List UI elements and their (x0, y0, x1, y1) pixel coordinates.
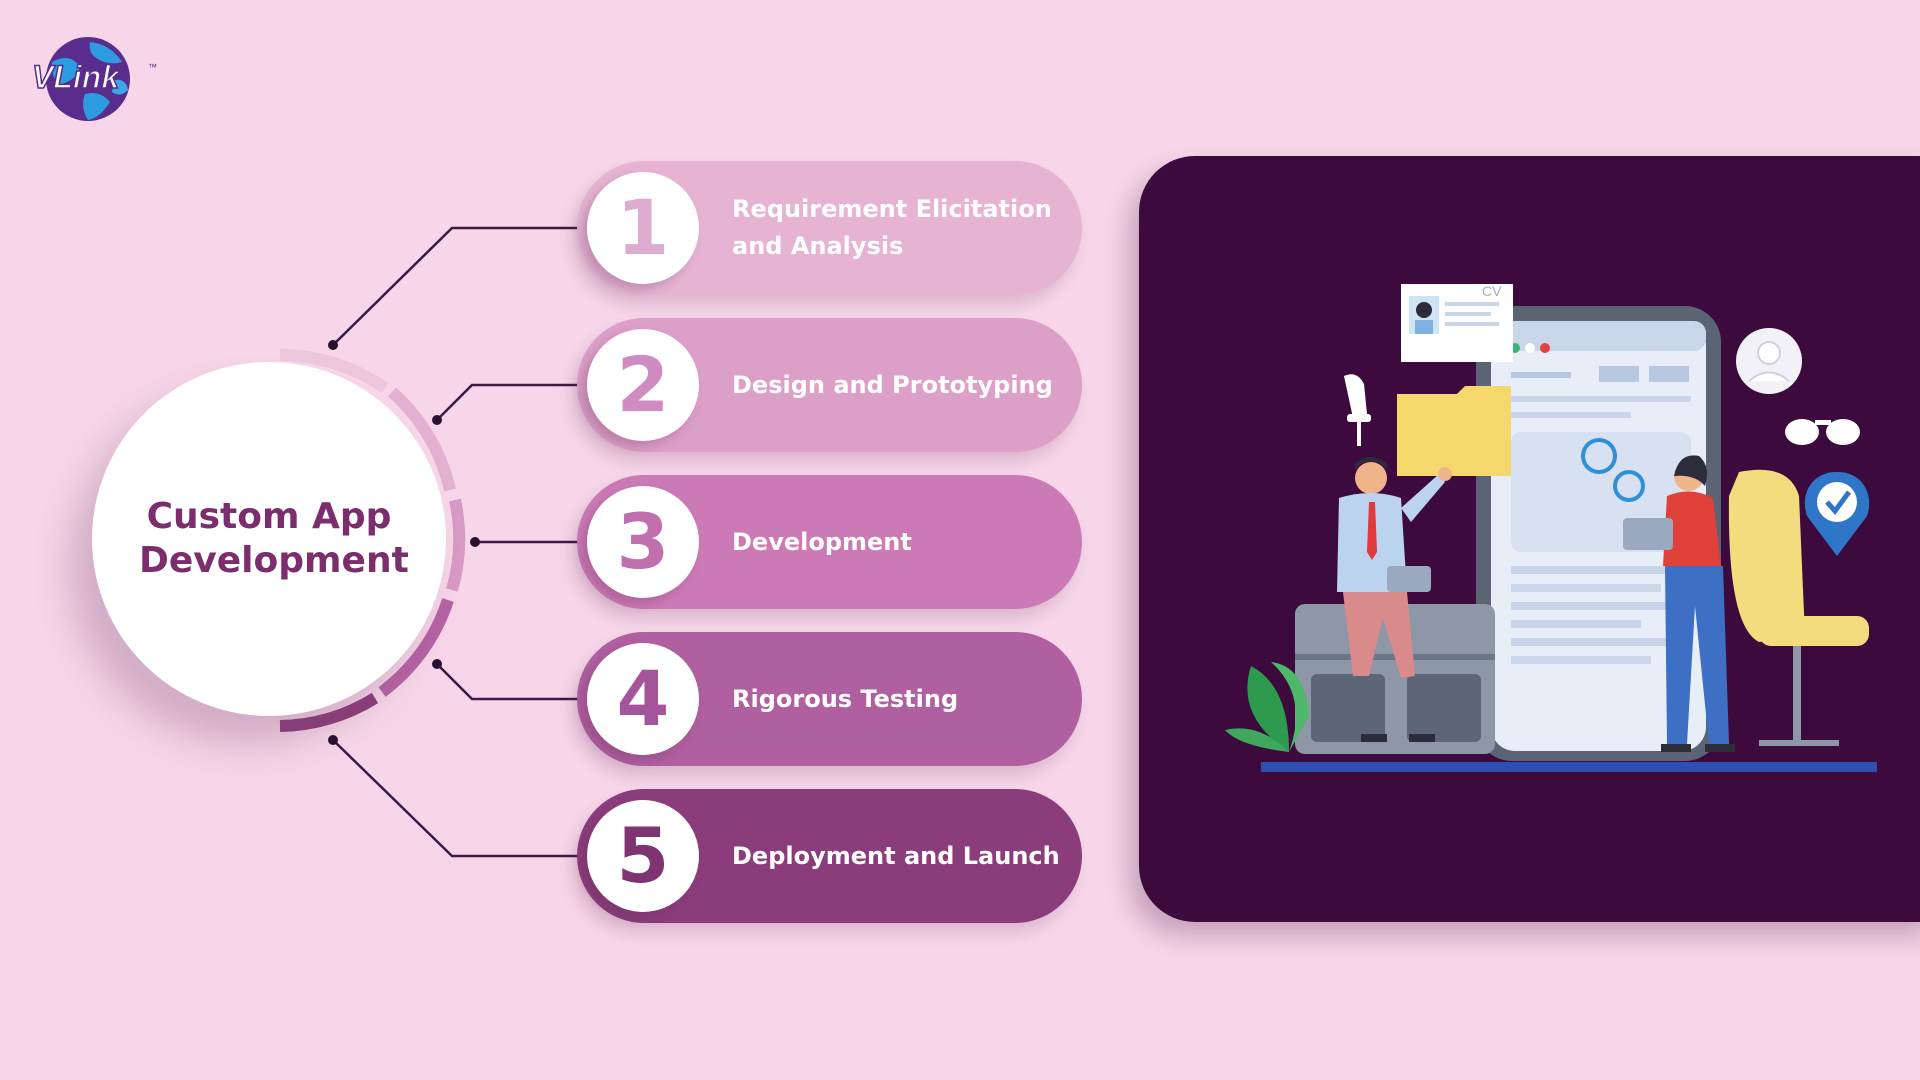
step-3-number-badge: 3 (587, 486, 699, 598)
step-4: 4 Rigorous Testing (577, 632, 1082, 766)
vlink-logo: VLink ™ (30, 32, 160, 127)
hub-circle: Custom App Development (92, 362, 446, 716)
folder-icon (1397, 386, 1511, 476)
man-figure (1337, 457, 1452, 742)
step-2: 2 Design and Prototyping (577, 318, 1082, 452)
step-1-number-badge: 1 (587, 172, 699, 284)
armchair-icon (1728, 469, 1869, 746)
plant-icon (1225, 662, 1309, 752)
cv-document: CV (1401, 283, 1513, 362)
step-1-label: Requirement Elicitation and Analysis (732, 195, 1052, 260)
bench-icon (1295, 604, 1495, 754)
step-3-label: Development (732, 527, 912, 556)
floor-line (1261, 762, 1877, 772)
step-5: 5 Deployment and Launch (577, 789, 1082, 923)
step-1: 1 Requirement Elicitation and Analysis (577, 161, 1082, 295)
cv-text: CV (1482, 283, 1502, 299)
step-3: 3 Development (577, 475, 1082, 609)
step-4-number: 4 (616, 654, 670, 743)
phone-icon (1476, 306, 1721, 761)
step-3-number: 3 (616, 497, 670, 586)
location-pin-icon (1804, 472, 1870, 556)
chair-icon (1344, 374, 1371, 446)
step-1-number: 1 (616, 183, 670, 272)
team-illustration: CV (1225, 283, 1877, 772)
step-4-number-badge: 4 (587, 643, 699, 755)
step-5-label: Deployment and Launch (732, 841, 1060, 870)
step-2-label: Design and Prototyping (732, 370, 1053, 399)
step-2-number-badge: 2 (587, 329, 699, 441)
hub-title: Custom App Development (139, 496, 409, 581)
glasses-icon (1785, 419, 1860, 445)
woman-figure (1623, 455, 1735, 752)
avatar-icon (1736, 328, 1802, 394)
step-4-label: Rigorous Testing (732, 684, 959, 713)
illustration-panel: CV (1139, 156, 1920, 922)
connector-5 (332, 739, 607, 858)
logo-text: VLink (32, 59, 121, 95)
logo-trademark: ™ (148, 62, 157, 72)
globe-icon: VLink ™ (31, 37, 157, 121)
connector-1 (332, 226, 607, 346)
step-2-number: 2 (616, 340, 670, 429)
step-5-number-badge: 5 (587, 800, 699, 912)
step-5-number: 5 (616, 811, 670, 900)
